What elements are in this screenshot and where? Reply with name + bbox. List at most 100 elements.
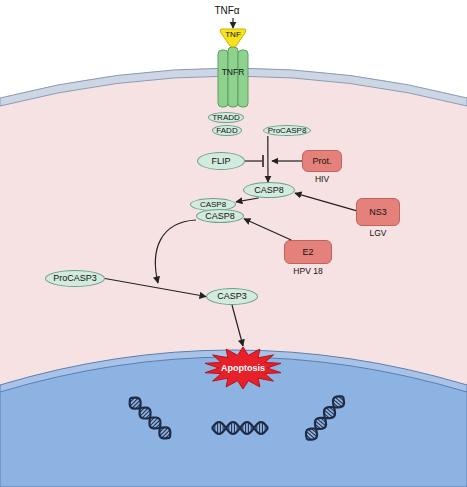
protein-oval: TRADD xyxy=(208,112,244,123)
viral-protein: Prot.HIV xyxy=(302,150,342,185)
dna-strand xyxy=(212,422,268,434)
dna-rung xyxy=(248,422,249,433)
dna-rung xyxy=(333,399,342,406)
star-outline xyxy=(205,347,281,389)
dna-helix xyxy=(212,422,268,434)
connector-arrow xyxy=(236,198,259,202)
node-label: FADD xyxy=(216,127,237,135)
dna-rung xyxy=(329,407,334,412)
cytoplasm xyxy=(0,68,467,487)
dna-rung xyxy=(242,424,243,431)
dna-group xyxy=(126,393,348,444)
viral-protein-shape: Prot. xyxy=(302,150,342,172)
activation-arrow xyxy=(272,160,302,161)
dna-rung xyxy=(142,410,150,418)
dna-rung xyxy=(259,422,260,433)
connector-arrow xyxy=(232,305,243,346)
node-label: NS3 xyxy=(369,208,387,217)
protein-oval: CASP8 xyxy=(196,209,244,223)
node-label: Apoptosis xyxy=(221,364,265,373)
dna-rung xyxy=(130,398,138,406)
dna-rung xyxy=(155,423,160,428)
node-label: E2 xyxy=(302,248,313,257)
dna-rung xyxy=(315,421,324,428)
node-label: TNFR xyxy=(217,68,249,77)
ligand-label: TNFα xyxy=(212,4,242,18)
dna-rung xyxy=(217,422,218,433)
ligand-outline xyxy=(220,29,246,47)
dna-strand xyxy=(126,394,174,442)
node-label: TNF xyxy=(219,31,247,39)
inhibition-bar xyxy=(262,155,264,167)
dna-helix xyxy=(302,393,347,444)
node-label: CASP8 xyxy=(200,201,226,209)
dna-rung xyxy=(262,422,263,433)
dna-rung xyxy=(320,418,325,423)
dna-rung xyxy=(311,429,316,434)
dna-rung xyxy=(234,422,235,433)
dna-rung xyxy=(146,414,151,419)
dna-rung xyxy=(165,433,170,438)
node-label: Prot. xyxy=(312,157,331,166)
virus-name: LGV xyxy=(346,229,410,238)
node-label: ProCASP8 xyxy=(268,127,307,135)
connector-arrow xyxy=(267,136,268,182)
dna-rung xyxy=(140,408,148,416)
receptor-chain xyxy=(228,47,238,107)
protein-oval: ProCASP3 xyxy=(45,270,105,287)
protein-oval: FLIP xyxy=(197,152,245,170)
node-label: TRADD xyxy=(212,114,240,122)
dna-rung xyxy=(251,424,252,431)
node-label: CASP8 xyxy=(254,186,284,195)
dna-rung xyxy=(214,424,215,431)
node-label: ProCASP3 xyxy=(53,274,97,283)
dna-rung xyxy=(223,424,224,431)
protein-oval: ProCASP8 xyxy=(263,125,311,136)
dna-strand xyxy=(302,393,347,444)
protein-oval: CASP8 xyxy=(243,182,295,198)
dna-rung xyxy=(220,422,221,433)
node-label: FLIP xyxy=(211,157,230,166)
node-label: CASP8 xyxy=(205,212,235,221)
receptor-chain xyxy=(238,50,248,107)
receptor: TNFR xyxy=(217,46,249,108)
dna-strand xyxy=(212,422,268,434)
dna-rung xyxy=(132,400,140,408)
dna-rung xyxy=(231,422,232,433)
apoptosis-star: Apoptosis xyxy=(203,346,283,390)
dna-helix xyxy=(126,394,174,442)
receptor-chain xyxy=(218,50,228,107)
activation-curve xyxy=(155,220,196,283)
inhibition-line xyxy=(245,160,262,161)
nuclear-membrane xyxy=(0,350,467,487)
virus-name: HPV 18 xyxy=(274,267,342,276)
node-label: TNFα xyxy=(214,6,239,16)
protein-oval: FADD xyxy=(212,125,242,136)
dna-rung xyxy=(306,431,315,438)
dna-rung xyxy=(150,418,158,426)
virus-name: HIV xyxy=(292,175,352,184)
dna-rung xyxy=(317,419,326,426)
dna-rung xyxy=(237,424,238,431)
dna-rung xyxy=(338,396,343,401)
dna-strand xyxy=(302,393,347,444)
ligand: TNF xyxy=(219,28,247,48)
dna-rung xyxy=(265,424,266,431)
connector-arrow xyxy=(295,193,356,210)
dna-rung xyxy=(326,408,335,415)
dna-rung xyxy=(308,429,317,436)
viral-protein: NS3LGV xyxy=(356,198,400,240)
dna-rung xyxy=(324,410,333,417)
dna-rung xyxy=(160,428,168,436)
dna-rung xyxy=(162,430,170,438)
node-label: CASP3 xyxy=(217,292,247,301)
dna-strand xyxy=(126,394,174,442)
dna-rung xyxy=(256,424,257,431)
connector-arrow xyxy=(244,219,291,240)
receptor-shape xyxy=(217,46,249,108)
connector-arrow xyxy=(105,279,206,297)
dna-rung xyxy=(152,420,160,428)
connector-arrow xyxy=(232,18,233,28)
